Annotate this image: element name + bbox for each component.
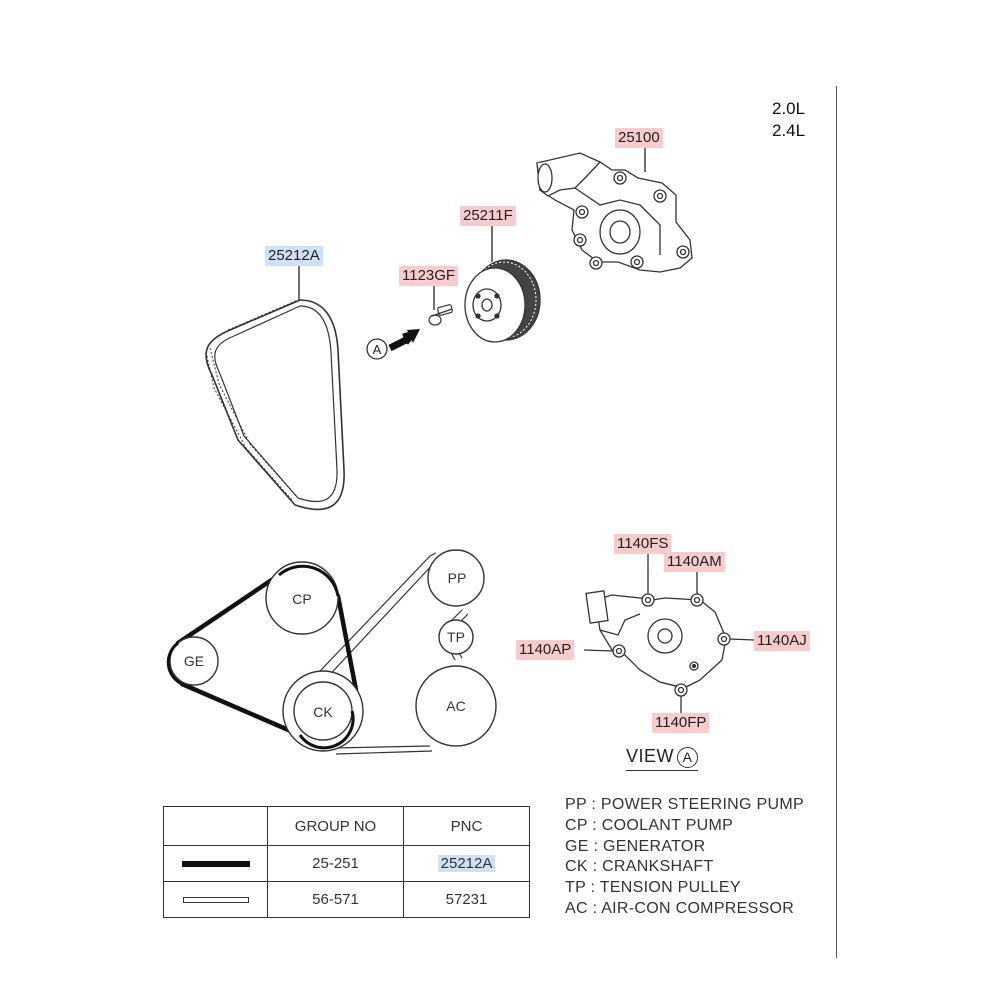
view-a-marker-circle bbox=[366, 338, 388, 360]
table-cell-group-no: 56-571 bbox=[267, 881, 404, 918]
pnc-highlight[interactable]: 25212A bbox=[437, 855, 496, 872]
pulley-ac bbox=[415, 665, 497, 747]
table-header-line bbox=[163, 806, 268, 846]
callout-1140am[interactable]: 1140AM bbox=[664, 552, 725, 572]
pulley-ge bbox=[169, 636, 219, 686]
legend-item: PP : POWER STEERING PUMP bbox=[565, 796, 804, 813]
line-swatch-double bbox=[182, 897, 249, 904]
view-a-leader-lines bbox=[583, 553, 755, 713]
view-a-arrow: A bbox=[366, 329, 420, 360]
pulley-ac-label: AC bbox=[446, 698, 465, 714]
pulley-tp-label: TP bbox=[447, 629, 465, 645]
legend-name: GENERATOR bbox=[602, 837, 706, 855]
callout-25100[interactable]: 25100 bbox=[615, 128, 663, 148]
legend-item: TP : TENSION PULLEY bbox=[565, 879, 741, 897]
pulley-tp bbox=[438, 619, 474, 655]
legend-code: PP bbox=[565, 796, 587, 813]
line-swatch-double-cell bbox=[163, 881, 268, 918]
thick-belt-path bbox=[175, 572, 359, 738]
thick-belt-cp-arc bbox=[278, 564, 340, 597]
engine-label-1: 2.0L bbox=[772, 99, 806, 118]
callout-1123gf[interactable]: 1123GF bbox=[399, 266, 459, 286]
table-row: 56-571 57231 bbox=[163, 881, 530, 918]
legend-item: CK : CRANKSHAFT bbox=[565, 858, 714, 876]
view-a-marker-letter: A bbox=[373, 342, 382, 357]
page-divider-line bbox=[836, 86, 837, 958]
callout-1140aj[interactable]: 1140AJ bbox=[754, 631, 810, 651]
callout-1140fs[interactable]: 1140FS bbox=[614, 534, 672, 554]
line-swatch-thick-cell bbox=[163, 845, 268, 882]
legend-name: AIR-CON COMPRESSOR bbox=[601, 899, 795, 917]
pulley-25211f-illustration[interactable] bbox=[464, 259, 541, 343]
engine-variants: 2.0L 2.4L bbox=[772, 98, 805, 142]
line-swatch-thick bbox=[181, 861, 250, 868]
legend-item: CP : COOLANT PUMP bbox=[565, 816, 734, 834]
thick-belt-ge-arc bbox=[166, 641, 183, 686]
table-header-row: GROUP NO PNC bbox=[163, 806, 530, 846]
table-cell-pnc[interactable]: 25212A bbox=[403, 845, 530, 882]
table-row: 25-251 25212A bbox=[163, 845, 530, 882]
legend-item: GE : GENERATOR bbox=[565, 837, 706, 855]
pulley-pp bbox=[427, 549, 485, 607]
callout-1140fp[interactable]: 1140FP bbox=[652, 713, 710, 733]
thick-belt-ck-arc bbox=[298, 710, 355, 750]
pulley-cp-label: CP bbox=[292, 591, 311, 607]
legend-name: POWER STEERING PUMP bbox=[600, 796, 804, 813]
view-a-title-text: VIEW bbox=[626, 746, 675, 766]
view-a-pump-illustration[interactable] bbox=[585, 590, 731, 697]
callout-1140ap[interactable]: 1140AP bbox=[516, 640, 575, 660]
pulley-ck-label: CK bbox=[313, 704, 333, 720]
legend-code: CK bbox=[565, 858, 588, 876]
callout-25211f[interactable]: 25211F bbox=[460, 206, 516, 226]
table-header-pnc: PNC bbox=[403, 806, 530, 846]
water-pump-25100-illustration[interactable] bbox=[536, 152, 693, 273]
bolt-1123gf-illustration[interactable] bbox=[428, 284, 453, 326]
pulley-ge-label: GE bbox=[184, 653, 204, 669]
abbreviation-legend: PP : POWER STEERING PUMP CP : COOLANT PU… bbox=[565, 795, 804, 920]
legend-name: TENSION PULLEY bbox=[599, 879, 741, 897]
legend-code: TP bbox=[565, 879, 586, 897]
legend-code: GE bbox=[565, 837, 589, 855]
legend-code: CP bbox=[565, 816, 588, 834]
legend-code: AC bbox=[565, 899, 588, 917]
engine-label-2: 2.4L bbox=[772, 121, 806, 140]
legend-item: AC : AIR-CON COMPRESSOR bbox=[565, 899, 795, 917]
view-a-title-marker: A bbox=[677, 747, 699, 768]
pulley-pp-label: PP bbox=[448, 570, 467, 586]
table-header-group-no: GROUP NO bbox=[267, 806, 404, 846]
callout-25212a[interactable]: 25212A bbox=[265, 246, 323, 266]
pulley-cp bbox=[265, 561, 339, 635]
drive-belt-illustration[interactable] bbox=[205, 299, 345, 511]
legend-name: CRANKSHAFT bbox=[602, 858, 714, 876]
belt-routing-diagram: CP PP GE TP AC CK bbox=[166, 549, 497, 755]
belt-reference-table: GROUP NO PNC 25-251 25212A 56-571 57231 bbox=[163, 806, 530, 918]
table-cell-group-no: 25-251 bbox=[267, 845, 404, 882]
legend-name: COOLANT PUMP bbox=[601, 816, 734, 834]
table-cell-pnc: 57231 bbox=[403, 881, 530, 918]
